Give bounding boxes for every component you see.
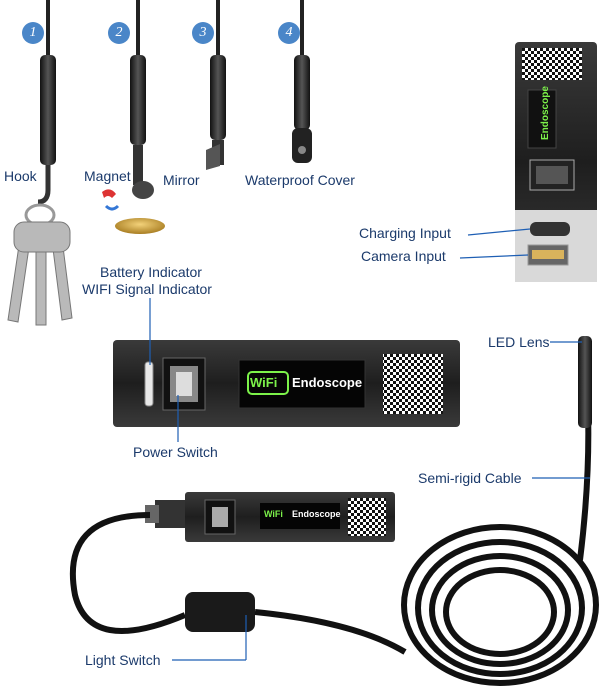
- battery-indicator-label: Battery Indicator: [100, 264, 202, 280]
- tip-number-3: 3: [192, 22, 214, 44]
- camera-input-leader: [459, 254, 529, 259]
- endoscope-display-text: Endoscope: [292, 375, 363, 390]
- waterproof-cover-label: Waterproof Cover: [245, 172, 355, 188]
- hook-attachment: [7, 0, 73, 326]
- device-end-view: Endoscope: [515, 42, 597, 282]
- tip-number-2: 2: [108, 22, 130, 44]
- camera-input-label: Camera Input: [361, 248, 446, 264]
- svg-text:Endoscope: Endoscope: [540, 86, 551, 140]
- wifi-badge: WiFi: [250, 375, 278, 390]
- wifi-signal-indicator-label: WIFI Signal Indicator: [82, 281, 212, 297]
- tip-number-4: 4: [278, 22, 300, 44]
- charging-input-label: Charging Input: [359, 225, 451, 241]
- charging-input-leader: [467, 228, 531, 236]
- waterproof-cover-attachment: [292, 0, 312, 163]
- device-with-cable: [69, 492, 407, 655]
- power-switch-label: Power Switch: [133, 444, 218, 460]
- wifi-badge-small: WiFi: [264, 509, 283, 519]
- endoscope-display-text-small: Endoscope: [292, 509, 341, 519]
- led-lens-label: LED Lens: [488, 334, 550, 350]
- light-switch-label: Light Switch: [85, 652, 161, 668]
- magnet-label: Magnet: [84, 168, 131, 184]
- device-main-body: [113, 340, 460, 427]
- tip-number-1: 1: [22, 22, 44, 44]
- semi-rigid-cable-label: Semi-rigid Cable: [418, 470, 522, 486]
- led-lens-head: [578, 336, 592, 428]
- mirror-label: Mirror: [163, 172, 200, 188]
- hook-label: Hook: [4, 168, 37, 184]
- mirror-attachment: [206, 0, 226, 170]
- magnet-attachment: [102, 0, 165, 234]
